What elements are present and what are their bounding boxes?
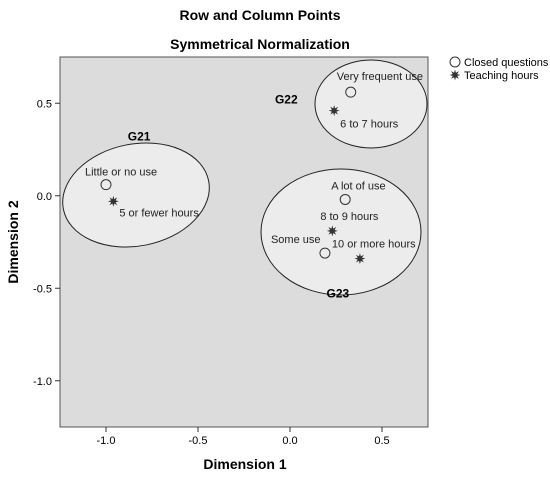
x-tick-label: -1.0 [97,435,116,447]
ellipse-g23 [260,168,422,296]
group-label: G22 [275,92,298,106]
point-label: Very frequent use [337,71,423,83]
legend-label-teaching-hours: Teaching hours [464,70,539,82]
legend-star-icon [449,69,461,81]
point-marker-star [328,105,340,117]
y-tick-label: -0.5 [33,283,52,295]
point-marker-circle [100,179,112,191]
x-tick-label: 0.5 [374,435,389,447]
point-marker-circle [339,193,351,205]
y-tick-label: -1.0 [33,376,52,388]
y-tick-label: 0.0 [37,191,52,203]
point-marker-star [107,195,119,207]
axis-ticks: -1.0 -0.5 0.0 0.5 0.5 0.0 -0.5 -1.0 [33,98,390,447]
x-tick-label: 0.0 [282,435,297,447]
point-label: Some use [271,234,321,246]
legend-item-closed-questions: Closed questions [449,56,549,69]
ellipse-g21 [62,142,210,248]
point-label: 10 or more hours [332,239,416,251]
point-marker-circle [319,247,331,259]
chart-title: Row and Column Points [180,7,341,23]
chart-subtitle: Symmetrical Normalization [170,36,350,52]
group-label: G21 [128,129,151,143]
x-tick-label: -0.5 [189,435,208,447]
group-ellipses [62,59,428,296]
legend-star-mark [449,69,461,81]
legend-circle-icon [449,56,461,68]
point-label: A lot of use [331,180,385,192]
y-tick-label: 0.5 [37,98,52,110]
legend: Closed questions Teaching hours [449,56,549,82]
y-axis-title: Dimension 2 [5,200,21,283]
legend-label-closed-questions: Closed questions [464,57,549,69]
x-axis-title: Dimension 1 [203,456,286,472]
point-marker-star [354,253,366,265]
point-marker-star [326,225,338,237]
legend-item-teaching-hours: Teaching hours [449,69,539,82]
group-label: G23 [326,287,349,301]
ellipse-g22 [314,59,428,149]
point-label: 6 to 7 hours [340,119,399,131]
point-label: 8 to 9 hours [320,211,379,223]
data-points [100,86,366,265]
point-label: Little or no use [85,167,157,179]
point-label: 5 or fewer hours [119,207,199,219]
point-marker-circle [345,86,357,98]
